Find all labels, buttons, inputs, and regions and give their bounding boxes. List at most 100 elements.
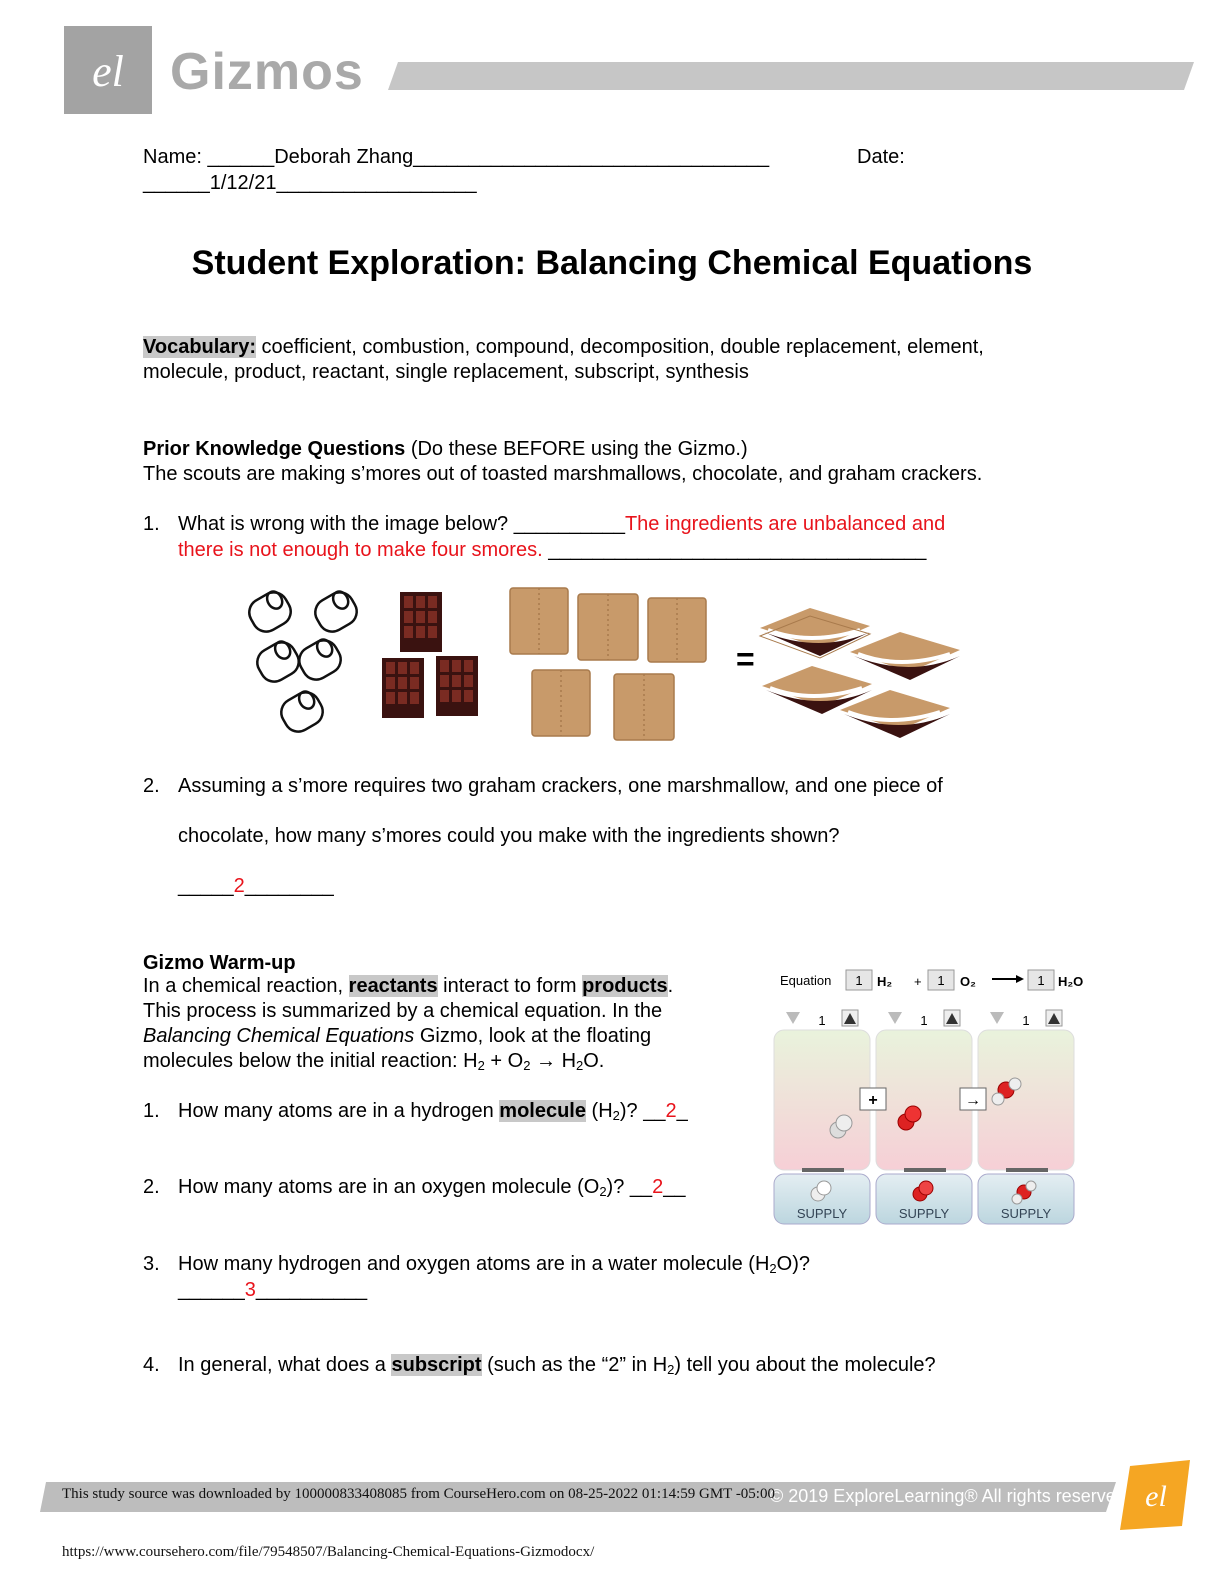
- date-line: ______1/12/21__________________: [143, 172, 477, 194]
- h2-molecule-icon: [829, 1114, 853, 1139]
- graham-cracker-icons: [509, 587, 707, 741]
- o2-formula: O₂: [960, 974, 976, 989]
- prior-intro: The scouts are making s’mores out of toa…: [143, 463, 983, 485]
- smore-icon: [850, 632, 960, 680]
- warmup-q1: How many atoms are in a hydrogen molecul…: [178, 1100, 688, 1123]
- chocolate-bar-icon: [436, 656, 478, 716]
- marshmallow-icon: [280, 690, 324, 733]
- stepper-h2[interactable]: 1: [786, 1009, 859, 1028]
- smore-icon: [758, 608, 872, 659]
- reactants-keyword: reactants: [348, 975, 438, 997]
- el-logo-icon: el: [92, 47, 124, 96]
- name-line: Name: ______Deborah Zhang_______________…: [143, 146, 770, 168]
- warmup-q2: How many atoms are in an oxygen molecule…: [178, 1176, 686, 1199]
- graham-cracker-icon: [647, 597, 707, 663]
- warmup-q1-answer: 2: [665, 1100, 677, 1122]
- marshmallow-icon: [248, 590, 292, 633]
- graham-cracker-icon: [577, 593, 639, 661]
- plus-box: [859, 1087, 887, 1111]
- svg-text:SUPPLY: SUPPLY: [899, 1206, 950, 1221]
- copyright-text: © 2019 ExploreLearning® All rights reser…: [770, 1486, 1126, 1506]
- svg-text:1: 1: [855, 973, 862, 988]
- warmup-q3-number: 3.: [143, 1253, 160, 1275]
- reactant-tube-h2: [773, 1029, 871, 1171]
- svg-text:1: 1: [818, 1013, 825, 1028]
- chocolate-bar-icons: [382, 592, 478, 718]
- h2o-formula: H₂O: [1058, 974, 1083, 989]
- q2-number: 2.: [143, 775, 160, 797]
- warmup-q3: How many hydrogen and oxygen atoms are i…: [178, 1253, 810, 1276]
- marshmallow-icons: [248, 590, 358, 733]
- q1-line2: there is not enough to make four smores.…: [178, 539, 927, 561]
- supply-button-h2[interactable]: SUPPLY: [773, 1173, 871, 1225]
- gizmos-logo-mark: el: [64, 26, 152, 114]
- svg-text:SUPPLY: SUPPLY: [1001, 1206, 1052, 1221]
- subscript-keyword: subscript: [391, 1354, 482, 1376]
- marshmallow-icon: [314, 590, 358, 633]
- header-bar: [388, 62, 1194, 90]
- decrement-icon[interactable]: [888, 1012, 902, 1024]
- page-title: Student Exploration: Balancing Chemical …: [191, 244, 1033, 282]
- coefficient-h2o-box[interactable]: [1027, 969, 1055, 991]
- q2-answer: 2: [233, 875, 245, 897]
- warmup-q1-number: 1.: [143, 1100, 160, 1122]
- marshmallow-icon: [298, 638, 342, 681]
- smores-illustration: =: [248, 587, 960, 741]
- warmup-q3-answer-line: ______3__________: [178, 1279, 368, 1301]
- coefficient-o2-box[interactable]: [927, 969, 955, 991]
- smore-icon: [762, 666, 872, 714]
- warmup-p2: This process is summarized by a chemical…: [143, 1000, 663, 1022]
- warmup-q2-answer: 2: [652, 1176, 664, 1198]
- el-badge-icon: el: [1120, 1460, 1190, 1530]
- stepper-h2o[interactable]: 1: [990, 1009, 1063, 1028]
- q2-line2: chocolate, how many s’mores could you ma…: [178, 825, 840, 847]
- svg-text:el: el: [1145, 1480, 1167, 1513]
- increment-icon[interactable]: [946, 1013, 958, 1024]
- increment-icon[interactable]: [1048, 1013, 1060, 1024]
- q2-line1: Assuming a s’more requires two graham cr…: [178, 775, 943, 797]
- warmup-p3: Balancing Chemical Equations Gizmo, look…: [143, 1025, 652, 1047]
- increment-icon[interactable]: [844, 1013, 856, 1024]
- download-note: This study source was downloaded by 1000…: [62, 1486, 775, 1502]
- decrement-icon[interactable]: [786, 1012, 800, 1024]
- svg-text:1: 1: [1037, 973, 1044, 988]
- source-url-link[interactable]: https://www.coursehero.com/file/79548507…: [62, 1544, 595, 1560]
- prior-heading: Prior Knowledge Questions (Do these BEFO…: [143, 438, 748, 460]
- graham-cracker-icon: [509, 587, 569, 655]
- stepper-o2[interactable]: 1: [888, 1009, 961, 1028]
- q2-answer-line: _____2________: [178, 875, 334, 897]
- supply-button-o2[interactable]: SUPPLY: [875, 1173, 973, 1225]
- vocabulary-line2: molecule, product, reactant, single repl…: [143, 361, 749, 383]
- graham-cracker-icon: [531, 669, 591, 737]
- decrement-icon[interactable]: [990, 1012, 1004, 1024]
- equals-sign: =: [736, 641, 755, 677]
- molecule-keyword: molecule: [499, 1100, 586, 1122]
- smore-icon: [840, 690, 950, 738]
- h2-formula: H₂: [877, 974, 892, 989]
- chocolate-bar-icon: [400, 592, 442, 652]
- svg-text:el: el: [92, 47, 124, 96]
- coefficient-h2-box[interactable]: [845, 969, 873, 991]
- svg-text:→: →: [965, 1092, 981, 1109]
- gizmos-wordmark: Gizmos: [170, 43, 364, 101]
- marshmallow-icon: [256, 640, 300, 683]
- supply-button-h2o[interactable]: SUPPLY: [977, 1173, 1075, 1225]
- q1-answer-a: The ingredients are unbalanced and: [624, 513, 946, 535]
- reactant-tube-o2: [875, 1029, 973, 1171]
- warmup-q3-answer: 3: [244, 1279, 256, 1301]
- gizmo-panel: Equation 1 H₂ + 1 O₂ 1 H₂O 1 1 1 + → SUP…: [773, 969, 1083, 1225]
- warmup-q4-number: 4.: [143, 1354, 160, 1376]
- products-keyword: products: [582, 975, 668, 997]
- arrow-box: [959, 1087, 987, 1111]
- graham-cracker-icon: [613, 673, 675, 741]
- q1-answer-b: there is not enough to make four smores.: [178, 539, 543, 561]
- chocolate-bar-icon: [382, 658, 424, 718]
- equation-plus: +: [914, 974, 922, 989]
- svg-text:1: 1: [937, 973, 944, 988]
- warmup-heading: Gizmo Warm-up: [143, 952, 296, 974]
- q1-number: 1.: [143, 513, 160, 535]
- warmup-p1: In a chemical reaction, reactants intera…: [143, 975, 674, 997]
- smore-icons: [758, 608, 960, 738]
- equation-label: Equation: [780, 973, 831, 988]
- svg-text:1: 1: [920, 1013, 927, 1028]
